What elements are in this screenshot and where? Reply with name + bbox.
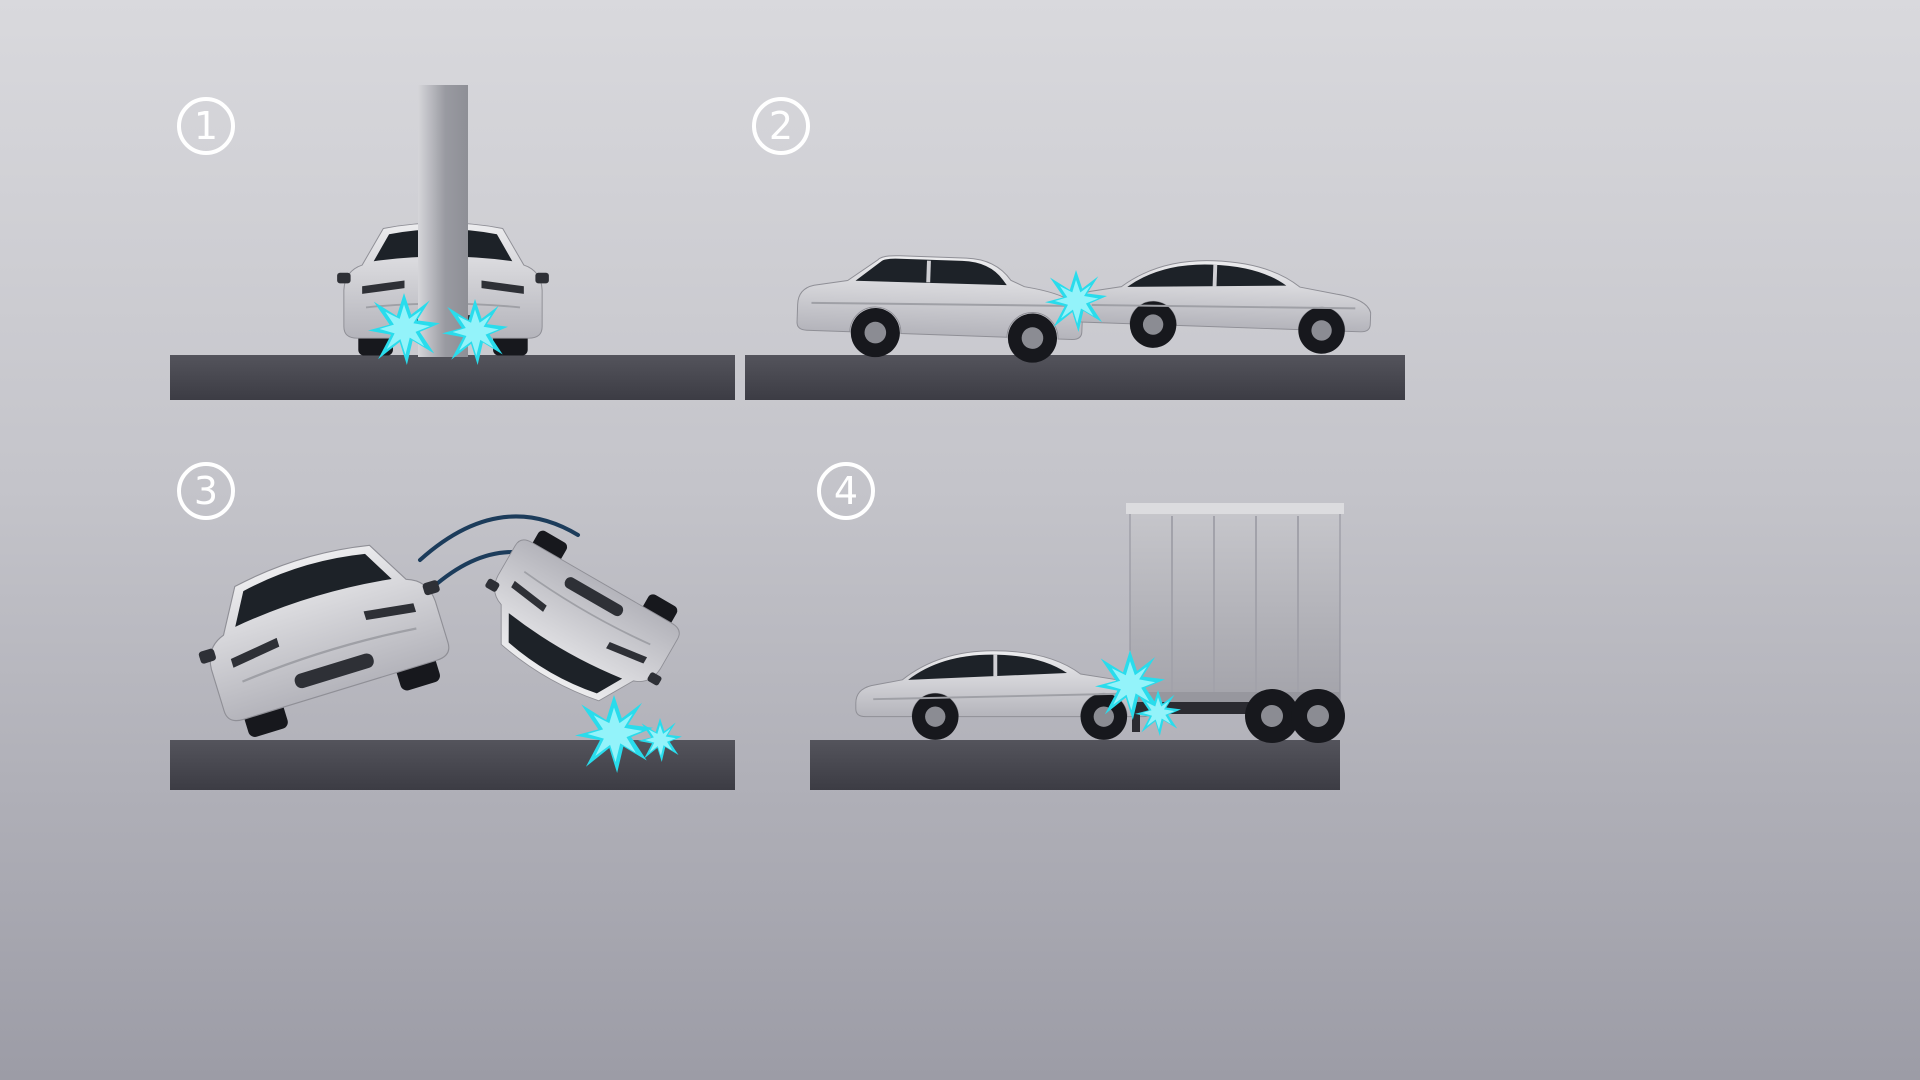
panel-truck-underride xyxy=(810,503,1345,790)
step-badge-4: 4 xyxy=(817,462,875,520)
truck-underride-guard xyxy=(1132,702,1140,732)
ground-platform xyxy=(810,740,1340,790)
ground-platform xyxy=(170,355,735,400)
step-badge-1: 1 xyxy=(177,97,235,155)
box-truck-icon xyxy=(1126,503,1345,743)
overturned-car-icon xyxy=(459,517,698,729)
step-number-1: 1 xyxy=(193,104,219,148)
step-badge-2: 2 xyxy=(752,97,810,155)
truck-box-top-rail xyxy=(1126,503,1344,514)
truck-cargo-box xyxy=(1129,511,1341,703)
pole-icon xyxy=(418,85,468,357)
panel-rear-end-collision xyxy=(745,250,1405,400)
car-front-view-icon xyxy=(459,517,698,729)
step-number-3: 3 xyxy=(193,469,219,513)
truck-rear-rim xyxy=(1307,705,1329,727)
suv-side-view-icon xyxy=(793,250,1087,367)
truck-box-bottom-rail xyxy=(1130,692,1340,702)
truck-box-seams xyxy=(1171,516,1299,698)
truck-rear-rim xyxy=(1261,705,1283,727)
panel-rollover xyxy=(170,514,735,790)
motion-arc-outer xyxy=(418,514,580,562)
ground-platform xyxy=(745,355,1405,400)
ground-platform xyxy=(170,740,735,790)
step-number-2: 2 xyxy=(768,104,794,148)
sedan-side-view-icon xyxy=(1070,254,1375,357)
panel-frontal-pole-collision xyxy=(170,85,735,400)
step-number-4: 4 xyxy=(833,469,859,513)
step-badge-3: 3 xyxy=(177,462,235,520)
